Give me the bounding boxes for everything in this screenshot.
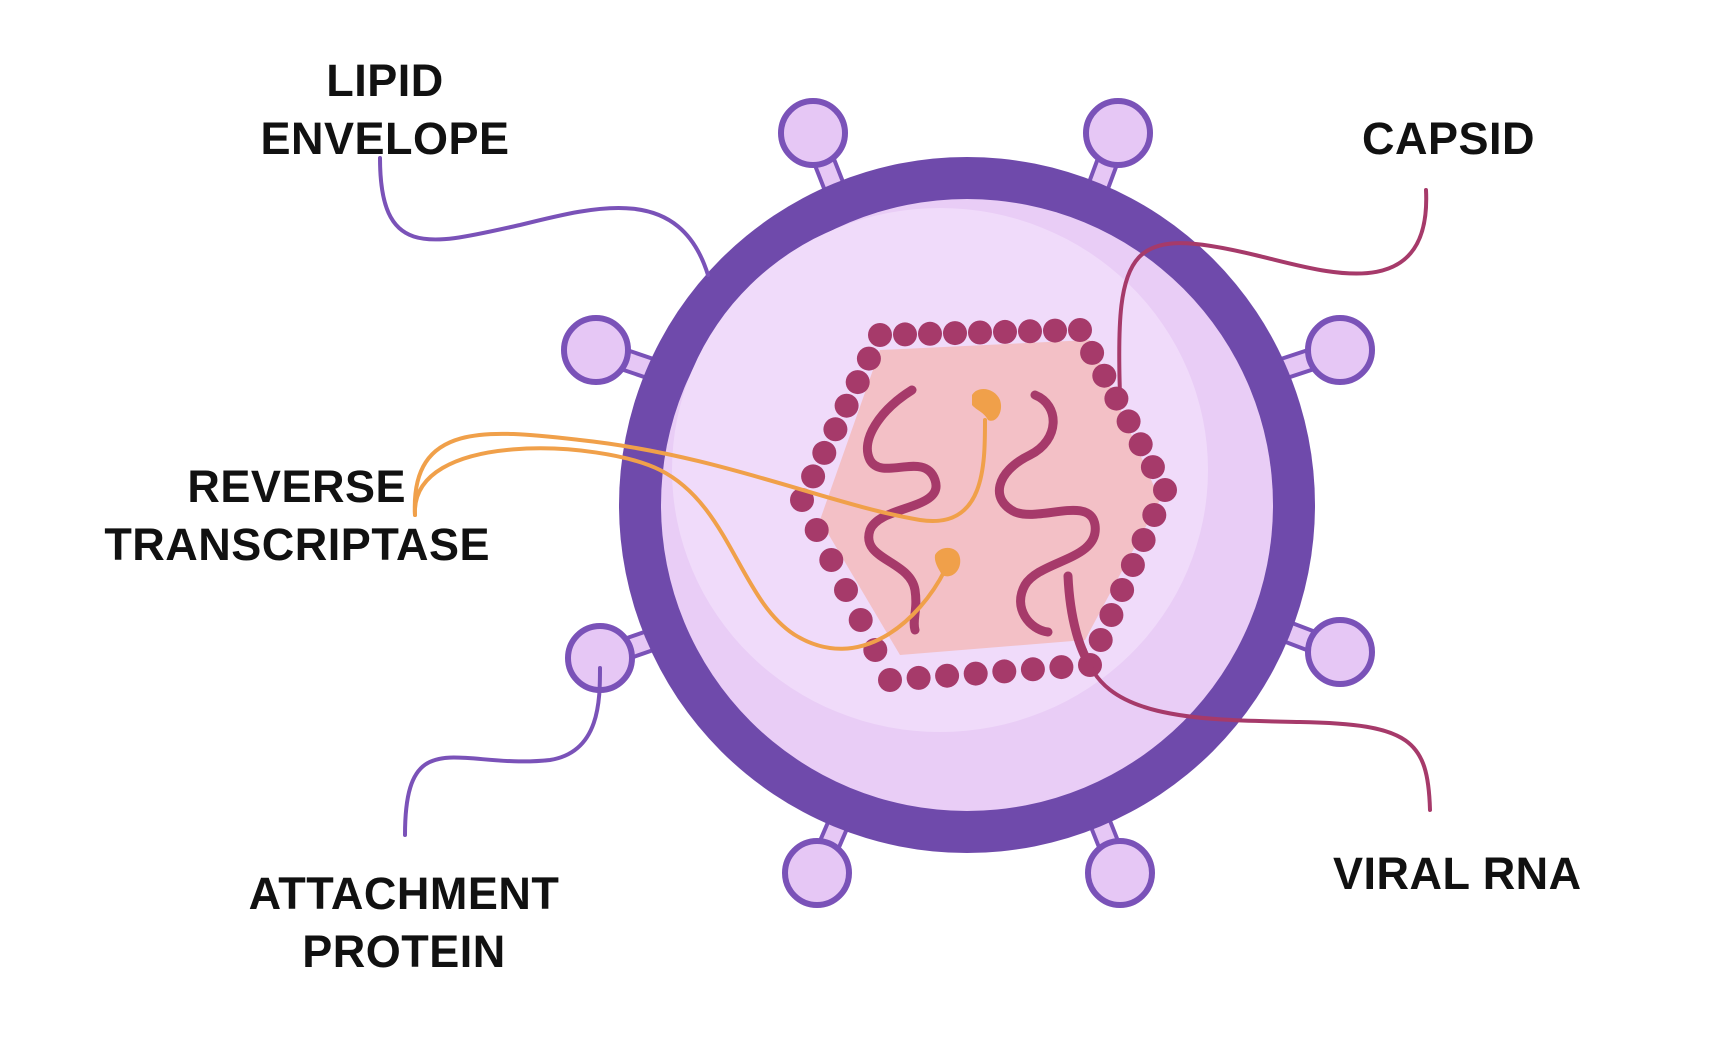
capsid-bead — [804, 518, 829, 542]
label-capsid: CAPSID — [1362, 110, 1535, 168]
capsid-bead — [1068, 318, 1092, 342]
capsid-bead — [1092, 363, 1117, 388]
capsid-bead — [834, 578, 858, 602]
capsid-bead — [845, 370, 870, 395]
capsid-bead — [834, 393, 859, 418]
capsid-bead — [823, 417, 848, 442]
attachment-protein-spike — [1073, 773, 1155, 908]
label-attachment-protein: ATTACHMENT PROTEIN — [228, 865, 580, 981]
label-attachment-protein-line2: PROTEIN — [302, 926, 506, 977]
capsid-bead — [1020, 657, 1045, 682]
capsid-bead — [893, 322, 917, 347]
capsid-bead — [801, 464, 826, 489]
capsid-bead — [992, 659, 1017, 684]
capsid-bead — [1116, 409, 1141, 434]
capsid-bead — [993, 319, 1017, 344]
label-lipid-envelope-line1: LIPID — [326, 55, 444, 106]
capsid-bead — [1128, 432, 1153, 457]
capsid-bead — [963, 661, 988, 686]
leader-lipid-envelope — [378, 156, 710, 277]
label-lipid-envelope: LIPID ENVELOPE — [240, 52, 530, 168]
capsid-bead — [1110, 578, 1135, 602]
capsid-bead — [819, 548, 844, 572]
label-lipid-envelope-line2: ENVELOPE — [260, 113, 510, 164]
capsid-bead — [1088, 628, 1113, 652]
label-capsid-line1: CAPSID — [1362, 113, 1536, 164]
leader-reverse-transcriptase-1 — [412, 418, 987, 524]
capsid-bead — [1099, 603, 1124, 627]
capsid-bead — [1142, 503, 1167, 527]
leader-capsid — [1117, 188, 1429, 397]
capsid-bead — [935, 663, 960, 688]
capsid-bead — [943, 321, 967, 346]
capsid-bead — [918, 321, 942, 346]
capsid-bead — [906, 665, 931, 690]
label-reverse-transcriptase-line2: TRANSCRIPTASE — [104, 519, 490, 570]
capsid-bead — [1104, 386, 1129, 411]
leader-reverse-transcriptase-2 — [412, 446, 947, 651]
capsid-bead — [790, 488, 814, 512]
capsid-bead — [1120, 553, 1145, 577]
label-viral-rna: VIRAL RNA — [1333, 845, 1582, 903]
capsid-bead — [1153, 478, 1177, 502]
capsid-bead — [1140, 455, 1165, 480]
capsid-bead — [1131, 528, 1156, 552]
leader-viral-rna — [1083, 648, 1432, 812]
label-reverse-transcriptase-line1: REVERSE — [187, 461, 406, 512]
capsid-bead — [1049, 655, 1074, 680]
capsid-bead — [868, 323, 892, 347]
capsid-bead — [968, 320, 992, 345]
reverse-transcriptase-enzymes — [934, 388, 1002, 577]
capsid-bead — [848, 608, 873, 632]
capsid-bead — [856, 346, 881, 371]
leader-attachment-protein — [403, 666, 602, 837]
label-attachment-protein-line1: ATTACHMENT — [248, 868, 560, 919]
capsid-bead — [812, 440, 837, 465]
label-reverse-transcriptase: REVERSE TRANSCRIPTASE — [60, 458, 490, 574]
capsid-bead — [1080, 340, 1105, 365]
capsid-bead — [1043, 318, 1067, 343]
capsid-bead — [878, 668, 902, 692]
label-viral-rna-line1: VIRAL RNA — [1333, 848, 1582, 899]
capsid-bead — [1018, 319, 1042, 344]
